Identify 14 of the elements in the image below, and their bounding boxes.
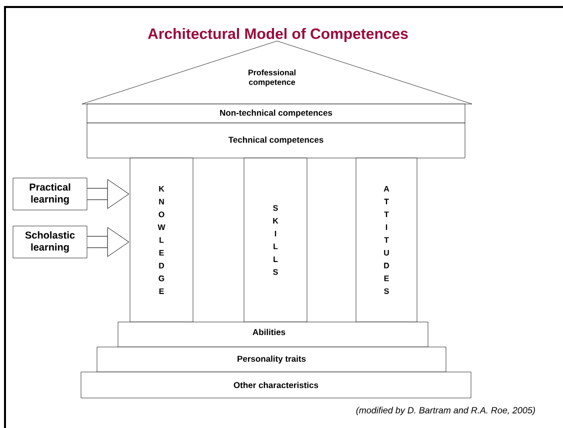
pillar: KNOWLEDGE [130,158,194,322]
block-arrow [87,179,130,209]
caption: (modified by D. Bartram and R.A. Roe, 2005) [356,406,535,416]
entablature-band: Non-technical competences [86,104,466,124]
title: Architectural Model of Competences [148,28,408,42]
foundation-step: Personality traits [96,346,446,372]
learning-box: Scholastic learning [12,226,88,258]
learning-box: Practical learning [12,178,88,210]
pillar: ATTITUDES [356,158,418,322]
entablature-band: Technical competences [86,122,466,158]
pillar: SKILLS [244,158,308,322]
foundation-step: Other characteristics [80,372,472,398]
foundation-step: Abilities [118,322,428,348]
block-arrow [87,227,130,257]
